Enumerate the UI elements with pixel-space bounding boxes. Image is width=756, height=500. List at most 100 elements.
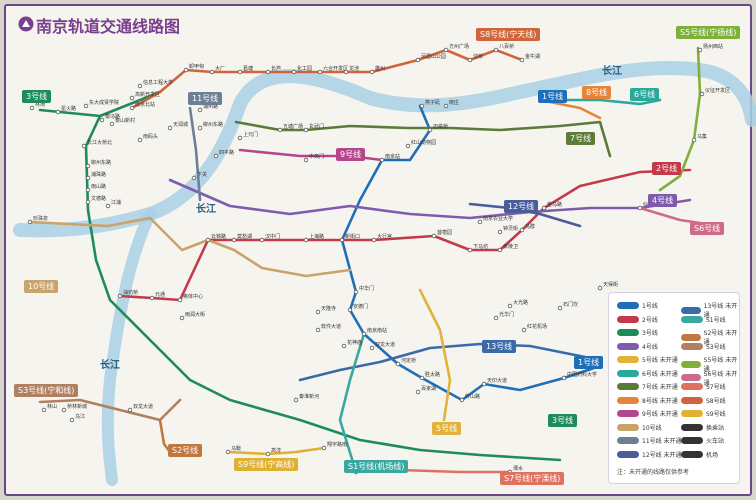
station-label: 林场: [35, 101, 45, 108]
station-label: 桥林新城: [67, 403, 87, 410]
station-label: 天印大道: [487, 377, 507, 384]
station-label: 柳州东路: [91, 159, 111, 166]
station-label: 花神庙: [347, 339, 362, 346]
metro-logo-icon: [18, 16, 34, 32]
station-dot: [395, 361, 401, 367]
station-label: 下马坊: [473, 243, 488, 250]
station-dot: [237, 69, 243, 75]
station-dot: [697, 47, 703, 53]
station-label: 晓庄: [449, 99, 459, 106]
legend-swatch: [681, 306, 701, 314]
legend-item: S3号线: [681, 342, 726, 351]
station-dot: [99, 117, 105, 123]
station-dot: [259, 237, 265, 243]
legend-label: 换乘站: [706, 424, 725, 432]
line-tag-s3: S3号线(宁和线): [14, 384, 79, 397]
station-dot: [369, 345, 375, 351]
legend-swatch: [681, 450, 703, 458]
station-dot: [109, 121, 115, 127]
yangtze-river-south: [101, 208, 156, 486]
station-label: 玄武门: [309, 123, 324, 130]
legend-item: 9号线 未开通: [617, 409, 678, 418]
legend-item: S5号线 未开通: [681, 355, 739, 373]
station-dot: [303, 127, 309, 133]
legend-label: 8号线 未开通: [642, 397, 678, 405]
legend-item: 火车站: [681, 436, 724, 445]
river-label: 长江: [100, 360, 120, 371]
station-dot: [637, 205, 643, 211]
station-dot: [183, 67, 189, 73]
legend-item: 10号线: [617, 423, 662, 432]
legend-swatch: [617, 329, 639, 336]
station-label: 汉中门: [265, 233, 280, 240]
station-label: 化工园: [297, 65, 312, 72]
line-tag-l13: 13号线: [482, 340, 517, 353]
legend-label: 4号线: [642, 343, 658, 351]
station-label: 迈皋桥: [433, 123, 448, 130]
legend-swatch: [681, 396, 703, 404]
station-dot: [415, 57, 421, 63]
station-dot: [315, 327, 321, 333]
station-dot: [137, 83, 143, 89]
legend-label: S8号线: [706, 397, 726, 405]
station-dot: [699, 91, 705, 97]
station-label: 雨山路: [91, 183, 106, 190]
legend-item: 3号线: [617, 328, 658, 337]
station-label: 长江大桥北: [87, 139, 112, 146]
station-label: 泰山新村: [115, 117, 135, 124]
station-label: 雨润大街: [185, 311, 205, 318]
legend-item: 6号线 未开通: [617, 369, 678, 378]
station-dot: [179, 315, 185, 321]
station-dot: [29, 105, 35, 111]
station-label: 莫愁湖: [237, 233, 252, 240]
station-label: 元通: [155, 291, 165, 298]
station-dot: [419, 375, 425, 381]
legend-swatch: [617, 302, 639, 309]
station-dot: [459, 397, 465, 403]
legend-swatch: [681, 374, 701, 381]
station-label: 大行宫: [377, 233, 392, 240]
legend-item: 11号线 未开通: [617, 436, 682, 445]
legend-label: 7号线 未开通: [642, 384, 678, 391]
station-label: 方州广场: [449, 43, 469, 50]
station-label: 金牛湖: [525, 53, 540, 60]
legend-item: 13号线 未开通: [681, 301, 739, 319]
station-dot: [85, 199, 91, 205]
station-label: 高淳: [271, 447, 281, 454]
station-label: 云锦路: [211, 233, 226, 240]
legend-swatch: [617, 450, 639, 458]
station-dot: [137, 137, 143, 143]
legend-label: S6号线 未开通: [703, 370, 738, 387]
station-dot: [149, 295, 155, 301]
station-label: 钟灵街: [503, 225, 518, 232]
station-label: 凤凰山公园: [421, 53, 446, 60]
legend-swatch: [617, 423, 639, 431]
line-tag-l8: 8号线: [582, 86, 612, 99]
legend-label: S3号线: [706, 343, 726, 351]
line-tag-l1b: 1号线: [574, 356, 604, 369]
station-dot: [597, 285, 603, 291]
station-dot: [691, 137, 697, 143]
legend-item: 5号线 未开通: [617, 355, 678, 364]
metro-line-l7: [234, 120, 612, 158]
line-tag-l3b: 3号线: [548, 414, 578, 427]
station-dot: [379, 157, 385, 163]
legend-label: 5号线 未开通: [642, 357, 678, 364]
station-label: 柳州东路: [203, 121, 223, 128]
station-label: 奥体中心: [183, 293, 203, 300]
station-label: 软件大道: [321, 323, 341, 330]
station-dot: [347, 307, 353, 313]
station-label: 龙池: [349, 65, 359, 72]
station-label: 马群: [525, 223, 535, 230]
station-dot: [167, 125, 173, 131]
line-tag-s5: S5号线(宁扬线): [676, 26, 741, 39]
station-dot: [41, 407, 47, 413]
legend-item: S6号线 未开通: [681, 369, 739, 387]
station-dot: [493, 47, 499, 53]
legend-note: 注：未开通的线路仅供参考: [617, 469, 690, 476]
legend-swatch: [681, 315, 703, 323]
metro-line-s3: [38, 398, 182, 422]
line-tag-l12: 12号线: [504, 200, 539, 213]
legend-item: S8号线: [681, 396, 726, 405]
